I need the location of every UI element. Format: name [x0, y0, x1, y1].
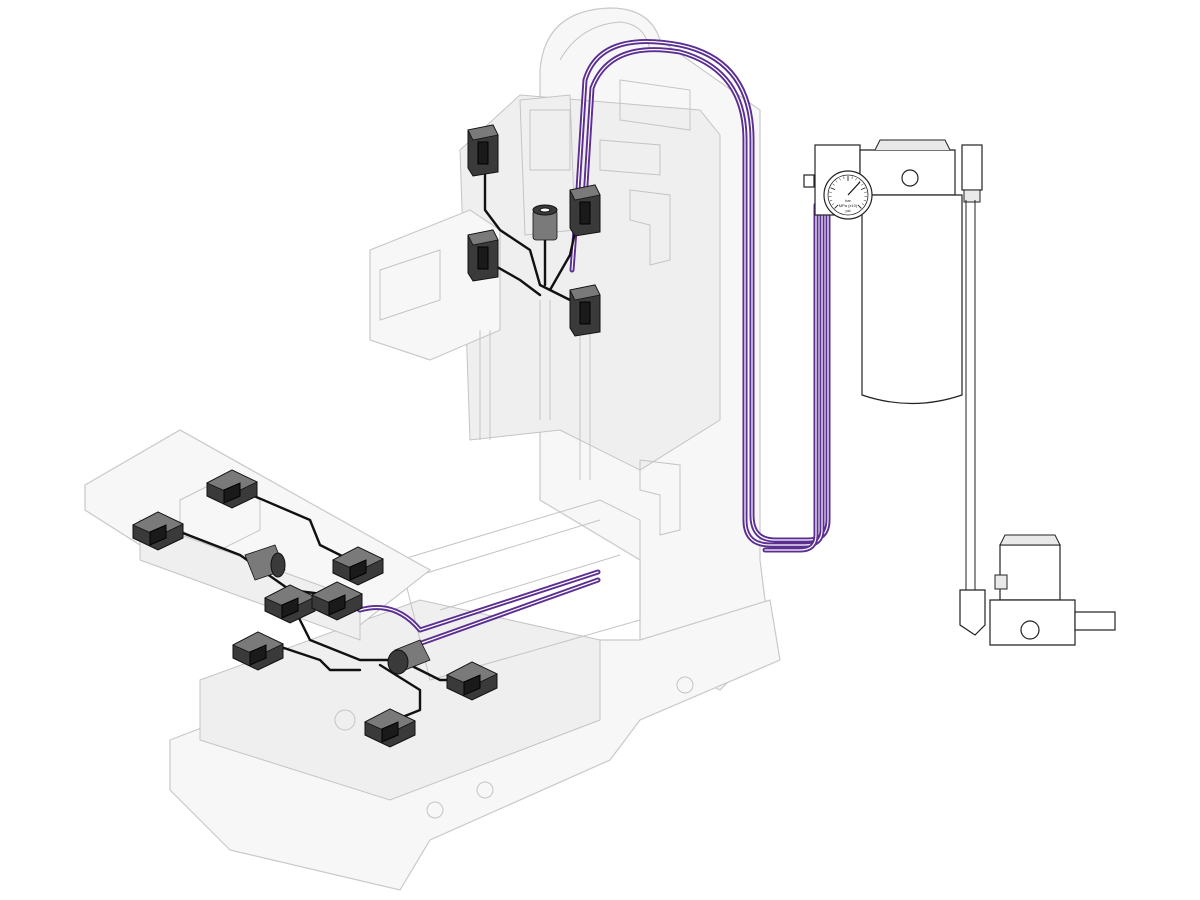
- x-line-1: [238, 488, 352, 562]
- column-rib-top: [629, 189, 671, 266]
- gauge-tick: [861, 203, 865, 206]
- pressure-switch: [961, 144, 983, 191]
- gauge-tick: [834, 204, 839, 209]
- x-block-4: [264, 584, 316, 624]
- x-ballscrew-nut: [244, 544, 286, 581]
- saddle: [199, 599, 601, 801]
- side-fitting: [803, 174, 815, 188]
- distribution-lines: [173, 148, 582, 722]
- gauge-unit-1: bar: [845, 198, 851, 203]
- z-block-top-right: [569, 184, 601, 237]
- column-arch-inner: [559, 21, 651, 61]
- bearing-blocks: [132, 124, 601, 748]
- column-pocket: [599, 139, 661, 176]
- gauge-tick: [855, 177, 857, 181]
- pump-motor-cap: [999, 534, 1061, 546]
- pump-motor: [999, 544, 1061, 601]
- gauge-unit-2: MPa (x10): [839, 203, 858, 208]
- main-supply-line-3: [762, 202, 819, 553]
- x-block-3: [332, 546, 384, 586]
- lube-pump: [959, 534, 1116, 646]
- machine-frame: [84, 7, 781, 891]
- y-line-1: [258, 638, 362, 672]
- x-block-2: [132, 511, 184, 551]
- y-supply-line-1: [342, 569, 601, 633]
- base-hole-2: [426, 801, 444, 819]
- z-block-mid-left: [467, 229, 499, 282]
- y-line-3: [378, 663, 422, 722]
- saddle-hole: [334, 709, 356, 731]
- lube-main-lines: [342, 39, 831, 663]
- filter-assembly: bar MPa (x10) psi: [803, 139, 983, 600]
- y-block-2: [446, 661, 498, 701]
- z-ballscrew-nut: [532, 204, 558, 241]
- base-hole-3: [476, 781, 494, 799]
- gauge-tick: [851, 176, 853, 180]
- gauge-tick: [860, 187, 866, 191]
- spindle-motor: [529, 109, 571, 171]
- pump-port: [1020, 620, 1040, 640]
- column-slot: [619, 79, 691, 131]
- gauge-tick: [857, 204, 862, 209]
- gauge-tick: [861, 183, 864, 186]
- x-line-3: [288, 598, 402, 662]
- filter-head-top: [874, 139, 951, 151]
- pressure-gauge: bar MPa (x10) psi: [823, 170, 873, 220]
- gauge-tick: [832, 183, 835, 186]
- gauge-tick: [843, 176, 845, 180]
- gauge-tick: [863, 199, 867, 202]
- z-block-mid-right: [569, 284, 601, 337]
- y-rail-2: [439, 554, 621, 611]
- switch-fitting: [963, 189, 981, 203]
- headstock-face: [379, 249, 441, 321]
- gauge-ticks: [829, 176, 867, 209]
- gauge-tick: [829, 199, 833, 202]
- pump-elbow: [959, 589, 986, 636]
- y-block-1: [232, 631, 284, 671]
- pump-outlet: [1074, 611, 1116, 631]
- column-rib-bottom: [639, 459, 681, 536]
- y-block-3: [364, 708, 416, 748]
- pump-fitting: [994, 574, 1008, 590]
- y-rail-1: [419, 519, 601, 576]
- x-block-1: [206, 469, 258, 509]
- y-ballscrew-nut: [387, 639, 431, 675]
- z-line-1: [483, 148, 572, 302]
- z-block-top-left: [467, 124, 499, 177]
- gauge-tick: [835, 180, 838, 183]
- gauge-tick: [839, 177, 841, 181]
- filter-head-port: [901, 169, 919, 187]
- gauge-tick: [831, 203, 835, 206]
- gauge-tick: [830, 187, 836, 191]
- x-block-5: [311, 581, 363, 621]
- gauge-unit-3: psi: [845, 208, 850, 213]
- ballscrew-nuts: [244, 204, 558, 675]
- base-hole-1: [676, 676, 694, 694]
- gauge-needle: [847, 181, 861, 196]
- gauge-tick: [858, 180, 861, 183]
- filter-canister: [861, 194, 963, 405]
